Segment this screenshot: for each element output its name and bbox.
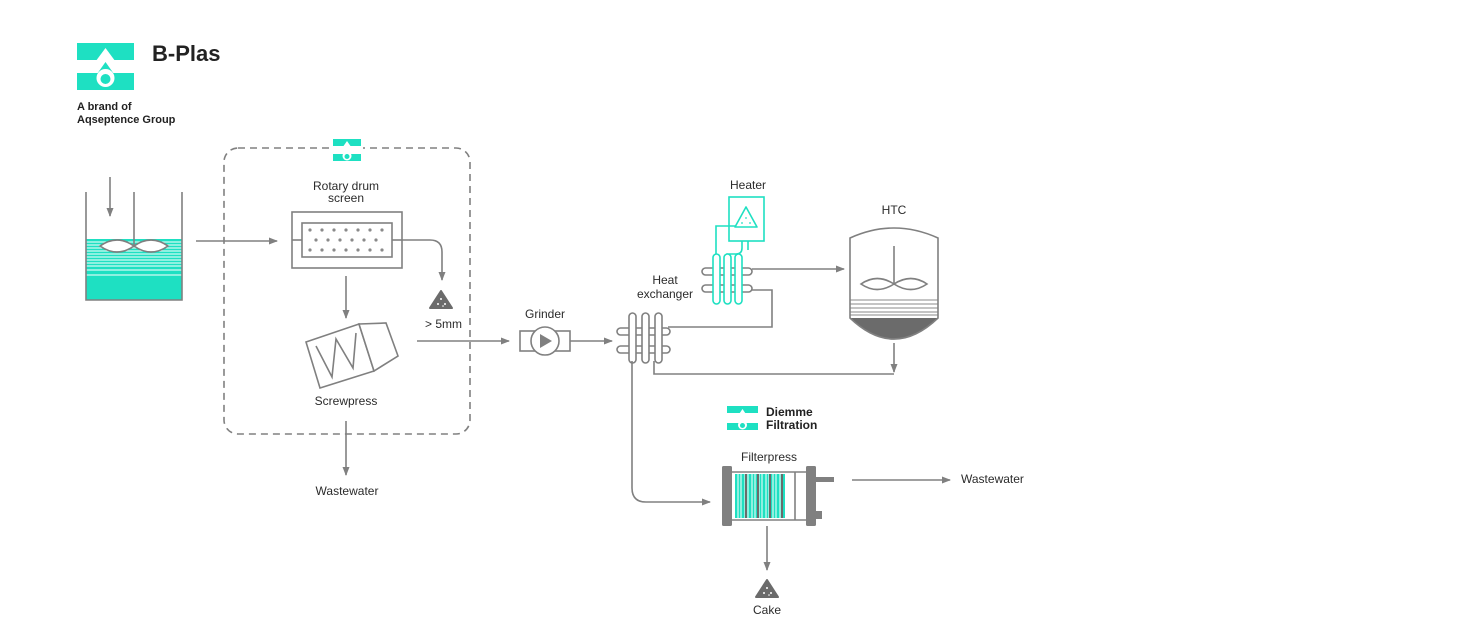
screen-overflow-arrow [402,239,446,281]
b-plas-logo-mark [77,43,134,90]
heat-exchanger-label-1: Heat [652,273,678,287]
over-5mm-label: > 5mm [425,317,462,331]
wastewater-label-2: Wastewater [961,472,1024,486]
b-plas-logo: B-Plas A brand of Aqseptence Group [77,41,220,126]
diemme-label-1: Diemme [766,405,813,419]
htc-reactor [849,227,939,340]
heat-exchanger [616,312,671,364]
filterpress-label: Filterpress [741,450,797,464]
heater-label: Heater [730,178,766,192]
grinder-label: Grinder [525,307,565,321]
feed-tank [85,192,183,301]
package-logo-icon [331,138,363,161]
heat-exchanger-label-2: exchanger [637,287,693,301]
exchanger-to-heater-line [668,289,773,328]
rotary-drum-label-1: Rotary drum [313,179,379,193]
heater-coil [701,253,753,305]
rotary-drum-label-2: screen [328,191,364,205]
wastewater-label-1: Wastewater [316,484,379,498]
brand-tagline-1: A brand of [77,101,132,113]
diemme-label-2: Filtration [766,418,817,432]
htc-label: HTC [882,203,907,217]
brand-name: B-Plas [152,41,220,66]
htc-return-line [653,361,894,375]
grinder [519,326,571,356]
brand-tagline-2: Aqseptence Group [77,114,176,126]
exchanger-to-filterpress-arrow [631,361,711,506]
heater [715,196,765,292]
solids-over-5mm-icon [429,290,453,309]
cake-icon [755,579,779,598]
diemme-filtration-logo [727,406,758,430]
screwpress [305,322,399,390]
filterpress [722,466,834,526]
rotary-drum-screen [291,211,403,269]
cake-label: Cake [753,603,781,617]
screwpress-label: Screwpress [315,394,378,408]
